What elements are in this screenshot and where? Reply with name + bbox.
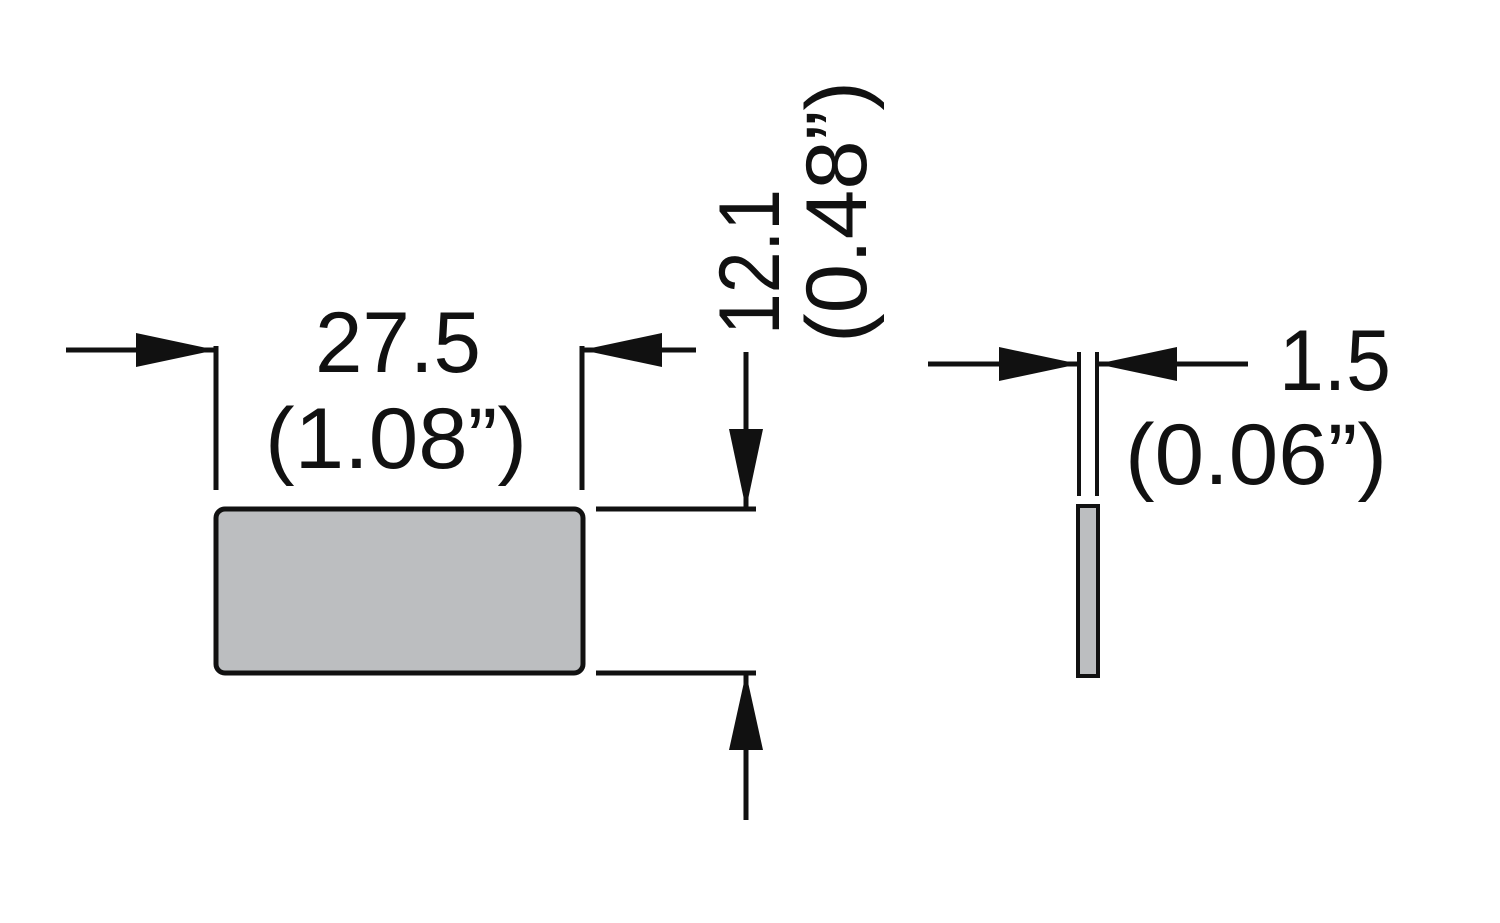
height-arrow-top bbox=[729, 429, 763, 509]
thickness-imperial-label: (0.06”) bbox=[1125, 407, 1387, 503]
thickness-arrow-right bbox=[1097, 347, 1177, 381]
width-metric-label: 27.5 bbox=[315, 295, 481, 391]
part-front-view bbox=[213, 506, 586, 676]
width-imperial-label: (1.08”) bbox=[265, 391, 527, 487]
width-arrow-left bbox=[136, 333, 216, 367]
height-metric-label: 12.1 bbox=[702, 189, 798, 335]
thickness-metric-label: 1.5 bbox=[1279, 313, 1391, 409]
height-imperial-label: (0.48”) bbox=[789, 81, 885, 343]
part-side-view bbox=[1076, 504, 1100, 678]
width-arrow-right bbox=[582, 333, 662, 367]
thickness-arrow-left bbox=[999, 347, 1079, 381]
height-arrow-bottom bbox=[729, 673, 763, 750]
